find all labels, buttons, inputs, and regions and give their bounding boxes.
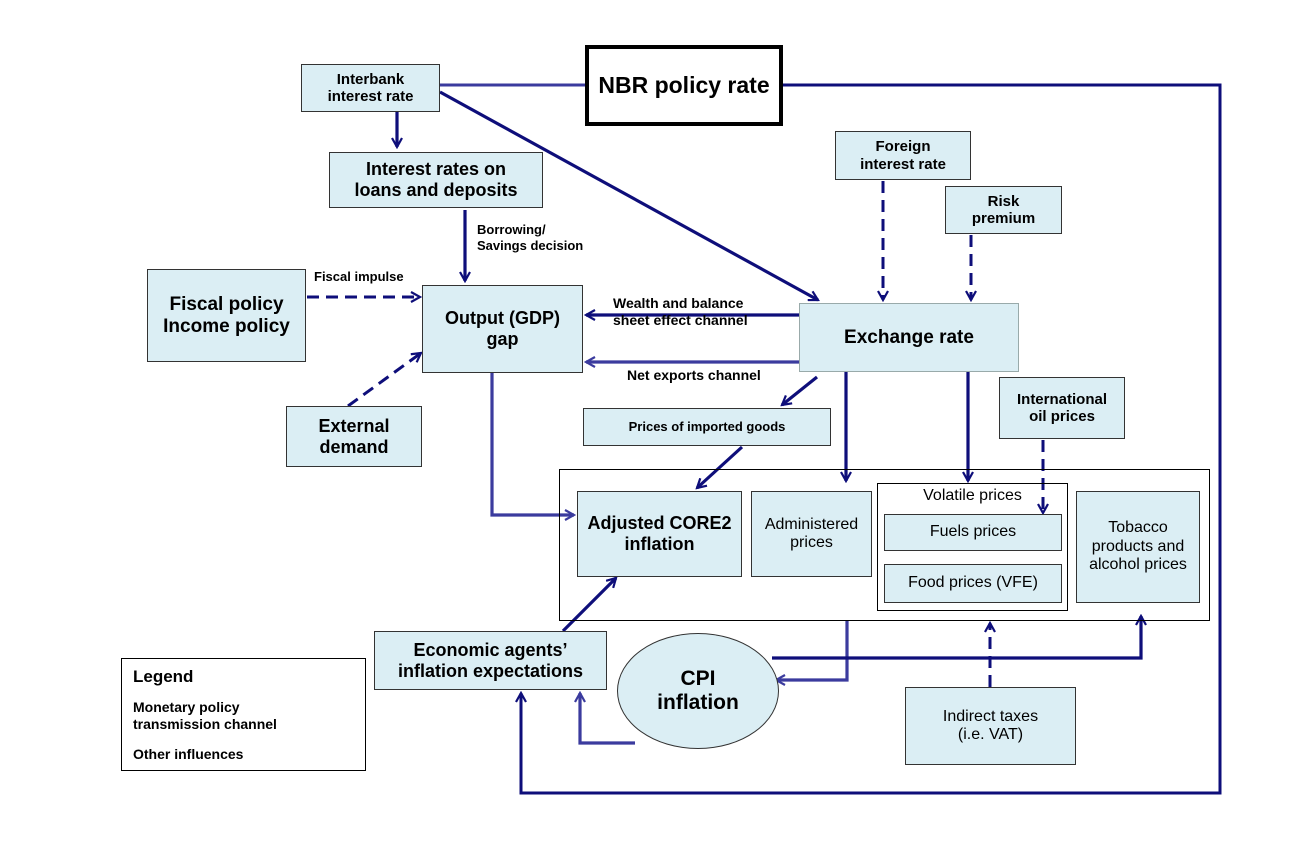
- arrow-output-to-core2: [490, 373, 574, 515]
- indirect-taxes-box: Indirect taxes (i.e. VAT): [905, 687, 1076, 765]
- inflation-expectations-box: Economic agents’ inflation expectations: [374, 631, 607, 690]
- adjusted-core2-box: Adjusted CORE2 inflation: [577, 491, 742, 577]
- international-oil-prices-box: International oil prices: [999, 377, 1125, 439]
- legend-other-label: Other influences: [133, 746, 244, 762]
- tobacco-alcohol-box: Tobacco products and alcohol prices: [1076, 491, 1200, 603]
- price-components-frame: [559, 469, 1210, 621]
- external-demand-box: External demand: [286, 406, 422, 467]
- arrow-cpi-to-tobacco: [772, 616, 1141, 660]
- arrow-imported-to-core2: [697, 445, 744, 488]
- interbank-rate-box: Interbank interest rate: [301, 64, 440, 112]
- arrow-external-to-output: [347, 353, 421, 408]
- volatile-prices-label: Volatile prices: [923, 487, 1022, 504]
- exchange-rate-box: Exchange rate: [799, 303, 1019, 372]
- arrow-basket-to-cpi: [776, 621, 849, 680]
- output-gap-box: Output (GDP) gap: [422, 285, 583, 373]
- wealth-balance-label: Wealth and balance sheet effect channel: [613, 295, 748, 328]
- risk-premium-box: Risk premium: [945, 186, 1062, 234]
- net-exports-label: Net exports channel: [627, 367, 761, 383]
- legend-title: Legend: [133, 667, 194, 686]
- fiscal-impulse-label: Fiscal impulse: [314, 269, 404, 284]
- arrow-cpi-to-expectations: [580, 693, 635, 745]
- nbr-policy-rate-box: NBR policy rate: [585, 45, 783, 126]
- legend-box: [121, 658, 366, 771]
- volatile-prices-frame: [877, 483, 1068, 611]
- foreign-interest-rate-box: Foreign interest rate: [835, 131, 971, 180]
- food-prices-box: Food prices (VFE): [884, 564, 1062, 603]
- legend-monetary-label: Monetary policy transmission channel: [133, 699, 277, 732]
- imported-goods-prices-box: Prices of imported goods: [583, 408, 831, 446]
- arrow-interbank-to-exchange: [439, 90, 818, 302]
- borrowing-savings-label: Borrowing/ Savings decision: [477, 222, 584, 253]
- fiscal-policy-box: Fiscal policy Income policy: [147, 269, 306, 362]
- arrow-expectations-to-core2: [561, 578, 616, 633]
- fuels-prices-box: Fuels prices: [884, 514, 1062, 551]
- arrow-exchange-to-imported: [782, 375, 818, 405]
- cpi-inflation-ellipse: CPI inflation: [617, 633, 779, 749]
- administered-prices-box: Administered prices: [751, 491, 872, 577]
- loan-deposit-rates-box: Interest rates on loans and deposits: [329, 152, 543, 208]
- policy-rate-loop-line: [521, 83, 1222, 795]
